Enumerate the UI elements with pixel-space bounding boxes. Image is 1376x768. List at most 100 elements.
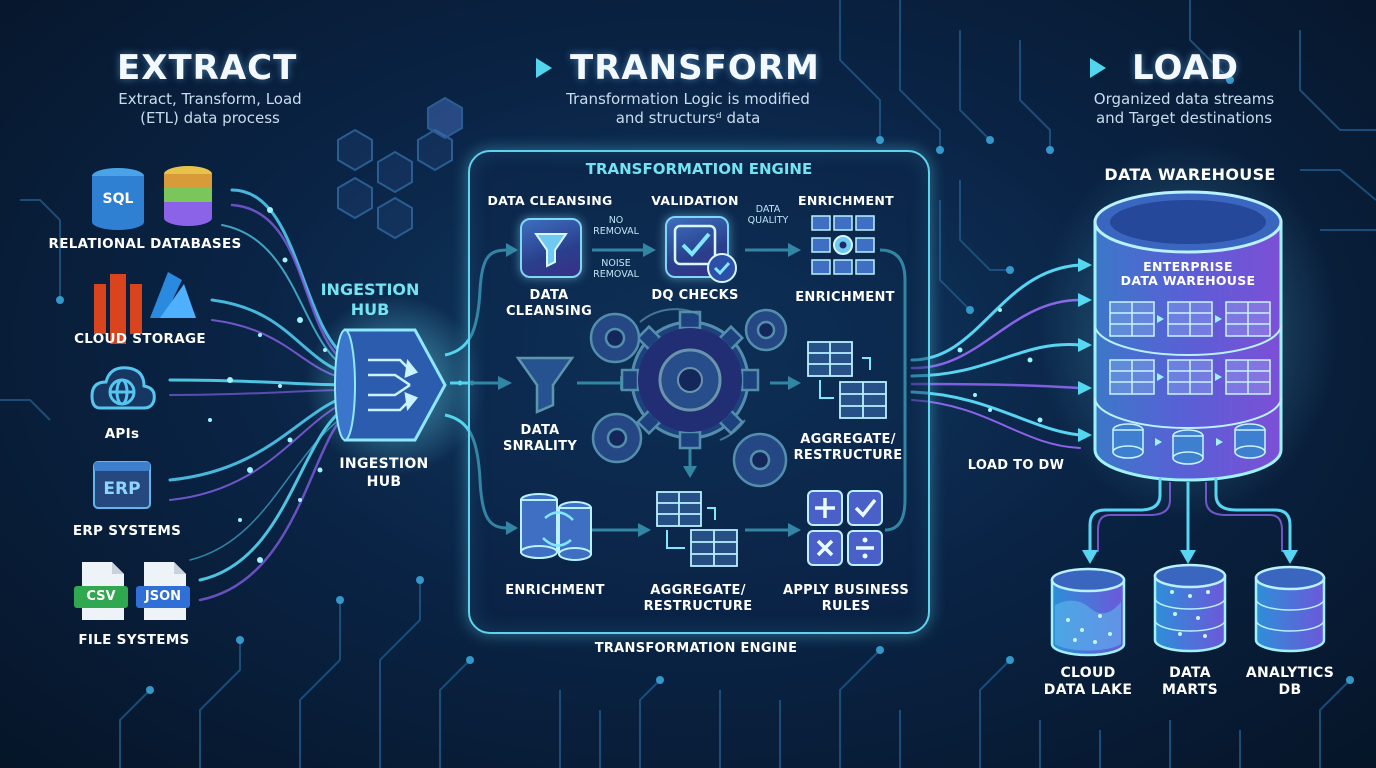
erp-window-icon [93,461,151,509]
csv-badge: CSV [86,589,116,604]
load-subtitle-line1: Organized data streams [1093,90,1275,108]
transform-subtitle-line1: Transformation Logic is modified [566,90,810,108]
data-warehouse-cylinder-icon [1038,140,1338,520]
enterprise-dw-label-line2: DATA WAREHOUSE [1120,273,1256,288]
aws-storage-icon [94,274,142,344]
aggregate-table-icon [806,340,890,424]
target-analytics-db: ANALYTICS DB [1240,665,1340,699]
label-aggregate-row3: AGGREGATE/ RESTRUCTURE [638,583,758,615]
label-aggregate-row2-line1: AGGREGATE/ [800,432,896,447]
label-data-cleansing-line2: CLEANSING [505,304,593,319]
target-data-marts: DATA MARTS [1150,665,1230,699]
header-arrows [312,58,1106,78]
transformation-engine-footer: TRANSFORMATION ENGINE [594,641,798,656]
label-data-cleansing: DATA CLEANSING [490,288,608,320]
api-cloud-icon [90,366,156,410]
transform-subtitle: Transformation Logic is modified and str… [538,90,838,128]
sql-badge: SQL [102,191,134,207]
funnel-icon [515,356,575,414]
warehouse-outflows [1088,478,1292,552]
load-subtitle-line2: and Target destinations [1095,109,1273,127]
cloud-data-lake-icon [1050,567,1126,657]
json-badge: JSON [144,589,182,604]
ingestion-hub-bottom-line1: INGESTION [339,456,429,472]
transform-heading: TRANSFORM [570,48,820,88]
label-data-snrality-line1: DATA [520,423,560,438]
note-noise-removal-line2: REMOVAL [593,269,639,280]
engine-arrows [577,248,907,532]
label-aggregate-row3-line2: RESTRUCTURE [643,599,753,614]
business-rules-math-icon [806,489,886,569]
ingestion-hub-top-line2: HUB [350,300,390,319]
source-label-file-systems: FILE SYSTEMS [78,632,190,648]
target-analytics-db-line2: DB [1278,682,1302,698]
database-stack-icon [164,166,212,226]
sql-database-icon [92,168,144,230]
label-aggregate-row2: AGGREGATE/ RESTRUCTURE [790,432,906,464]
label-aggregate-row3-line1: AGGREGATE/ [650,583,746,598]
note-no-removal-line2: REMOVAL [593,226,639,237]
label-data-snrality-line2: SNRALITY [502,439,578,454]
source-label-erp-systems: ERP SYSTEMS [72,523,182,539]
source-label-cloud-storage: CLOUD STORAGE [74,331,206,347]
extract-heading: EXTRACT [117,48,298,88]
dq-checks-tile [665,216,737,283]
label-apply-business-rules: APPLY BUSINESS RULES [776,583,916,615]
hexagon-pattern [337,96,463,240]
ingestion-hub-title-bottom: INGESTION HUB [334,455,434,491]
label-data-snrality: DATA SNRALITY [490,423,590,455]
target-cloud-data-lake-line1: CLOUD [1060,665,1116,681]
label-load-to-dw: LOAD TO DW [967,458,1065,473]
transform-subtitle-line2: and structursᵈ data [615,109,761,127]
ingestion-hub-top-line1: INGESTION [320,280,420,299]
label-apply-business-rules-line1: APPLY BUSINESS [782,583,910,598]
source-label-apis: APIs [104,426,140,442]
flow-particles [208,207,327,563]
load-subtitle: Organized data streams and Target destin… [1064,90,1304,128]
label-enrichment-top: ENRICHMENT [798,193,894,208]
ingestion-hub-bottom-line2: HUB [366,474,402,490]
csv-file-icon [74,562,128,620]
json-file-icon [136,562,190,620]
data-marts-icon [1153,563,1227,653]
source-label-relational-databases: RELATIONAL DATABASES [48,236,242,252]
label-dq-checks: DQ CHECKS [651,288,739,303]
label-data-cleansing-line1: DATA [529,288,569,303]
label-aggregate-row2-line2: RESTRUCTURE [793,448,903,463]
enrichment-database-icon [515,490,601,566]
transformation-engine-title: TRANSFORMATION ENGINE [585,160,813,178]
small-gear-icons [589,308,788,488]
note-data-quality-line1: DATA [755,204,781,215]
data-cleansing-tile [520,218,582,278]
extract-subtitle-line2: (ETL) data process [140,109,280,127]
enrichment-grid-icon [808,214,880,276]
note-data-quality-line2: QUALITY [747,215,789,226]
note-noise-removal: NOISE REMOVAL [588,258,644,280]
note-noise-removal-line1: NOISE [601,258,631,269]
erp-badge: ERP [103,479,141,499]
target-cloud-data-lake-line2: DATA LAKE [1043,682,1133,698]
central-gear-icon [620,310,760,450]
analytics-db-icon [1254,565,1326,653]
extract-subtitle-line1: Extract, Transform, Load [118,90,302,108]
checkmark-icon [673,224,737,283]
note-data-quality: DATA QUALITY [740,204,796,226]
restructure-table-icon [655,490,741,572]
enterprise-dw-label: ENTERPRISE DATA WAREHOUSE [1108,260,1268,288]
azure-icon [150,272,196,318]
circuit-nodes [56,76,1354,694]
label-enrichment-row3: ENRICHMENT [505,583,605,598]
ingestion-hub-icon [305,295,485,475]
load-heading: LOAD [1132,48,1239,88]
target-data-marts-line2: MARTS [1161,682,1219,698]
filter-funnel-icon [534,233,568,268]
target-analytics-db-line1: ANALYTICS [1245,665,1335,681]
label-validation-top: VALIDATION [651,193,739,208]
data-warehouse-title: DATA WAREHOUSE [1104,165,1276,184]
ingestion-hub-title-top: INGESTION HUB [320,280,420,320]
target-cloud-data-lake: CLOUD DATA LAKE [1038,665,1138,699]
label-enrichment-row1: ENRICHMENT [795,290,895,305]
note-no-removal-line1: NO [608,215,624,226]
